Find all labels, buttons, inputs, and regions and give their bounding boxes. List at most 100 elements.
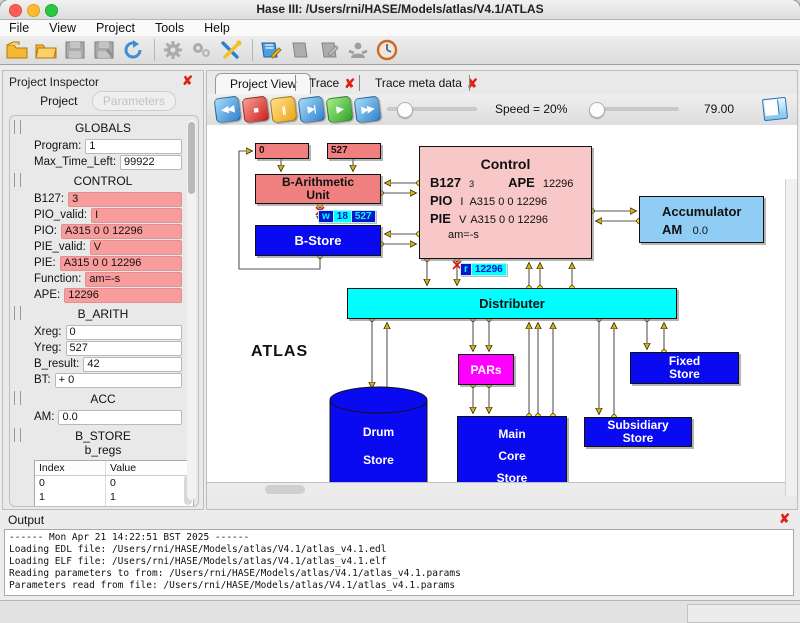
log-line: Reading parameters to from: /Users/rni/H… (9, 568, 789, 580)
doc-edit-icon[interactable] (316, 38, 342, 62)
b-arithmetic-unit-node[interactable]: B-ArithmeticUnit (255, 174, 381, 204)
accumulator-reg: AM (662, 222, 682, 237)
packet-token-w: w 18 527 (318, 210, 376, 223)
section-title-b-arith: B_ARITH (24, 304, 182, 323)
log-line: Loading EDL file: /Users/rni/HASE/Models… (9, 544, 789, 556)
speed-slider[interactable] (387, 107, 477, 111)
tab-parameters[interactable]: Parameters (92, 91, 176, 111)
pause-button[interactable]: || (270, 96, 298, 124)
save-as-icon[interactable] (91, 38, 117, 62)
control-b127-label: B127 (430, 175, 461, 190)
b-arith-label-2: Unit (306, 188, 329, 202)
am-field[interactable]: 0.0 (58, 410, 182, 425)
distributer-node[interactable]: Distributer (347, 288, 677, 319)
menu-file[interactable]: File (0, 21, 39, 35)
gear-icon[interactable] (160, 38, 186, 62)
tab-trace-meta[interactable]: Trace meta data ✘ (369, 73, 484, 94)
control-pio-value: A315 0 0 12296 (469, 196, 547, 208)
ape-field[interactable]: 12296 (64, 288, 182, 303)
tab-trace-close-icon[interactable]: ✘ (344, 77, 355, 90)
pio-field[interactable]: A315 0 0 12296 (61, 224, 182, 239)
fixed-store-node[interactable]: FixedStore (630, 352, 739, 384)
tab-trace-meta-label: Trace meta data (375, 73, 462, 94)
max-time-left-field[interactable]: 99922 (120, 155, 182, 170)
inspector-tabs: Project Parameters (3, 91, 203, 113)
open-model-icon[interactable] (33, 38, 59, 62)
field-label: PIO_valid: (34, 209, 87, 221)
rewind-button[interactable]: ◀◀ (214, 96, 242, 124)
output-log[interactable]: ------ Mon Apr 21 14:22:51 BST 2025 ----… (4, 529, 794, 596)
b127-field[interactable]: 3 (68, 192, 182, 207)
cell-index: 0 (35, 476, 106, 490)
packet-token-r: r 12296 (460, 263, 507, 276)
table-row[interactable]: 22 (35, 504, 193, 507)
inspector-close-icon[interactable]: ✘ (182, 74, 193, 87)
tab-trace[interactable]: Trace ✘ (303, 73, 361, 94)
field-label: PIE_valid: (34, 241, 86, 253)
output-close-icon[interactable]: ✘ (779, 512, 790, 525)
xreg-field[interactable]: 0 (66, 325, 183, 340)
menu-view[interactable]: View (39, 21, 86, 35)
field-label: PIE: (34, 257, 56, 269)
tab-project-view[interactable]: Project View (215, 73, 311, 95)
section-globals: GLOBALS Program:1 Max_Time_Left:99922 (14, 118, 182, 169)
play-button[interactable]: ▶ (326, 96, 354, 124)
canvas-horizontal-scrollbar[interactable] (207, 482, 797, 496)
clock-icon[interactable] (374, 38, 400, 62)
table-row[interactable]: 11 (35, 490, 193, 504)
inspector-scrollbar-thumb[interactable] (188, 122, 195, 194)
section-title-control: CONTROL (24, 171, 182, 190)
menu-tools[interactable]: Tools (145, 21, 194, 35)
doc-icon[interactable] (287, 38, 313, 62)
person-icon[interactable] (345, 38, 371, 62)
gears-icon[interactable] (189, 38, 215, 62)
menu-help[interactable]: Help (194, 21, 240, 35)
field-label: Max_Time_Left: (34, 156, 116, 168)
pio-valid-field[interactable]: I (91, 208, 182, 223)
control-b127-value: 3 (469, 179, 474, 189)
pie-field[interactable]: A315 0 0 12296 (60, 256, 182, 271)
menu-project[interactable]: Project (86, 21, 145, 35)
section-grip (14, 428, 21, 442)
yreg-box[interactable]: 527 (327, 143, 381, 159)
speed-slider-thumb[interactable] (397, 102, 413, 118)
b-result-field[interactable]: 42 (83, 357, 182, 372)
program-field[interactable]: 1 (85, 139, 182, 154)
save-icon[interactable] (62, 38, 88, 62)
reload-icon[interactable] (120, 38, 146, 62)
step-button[interactable]: ▶| (298, 96, 326, 124)
panel-window-icon[interactable] (762, 97, 788, 121)
canvas-h-thumb[interactable] (265, 485, 305, 494)
edit-book-icon[interactable] (258, 38, 284, 62)
pie-valid-field[interactable]: V (90, 240, 182, 255)
control-node[interactable]: Control B127 3 APE 12296 PIO I A315 0 0 … (419, 146, 592, 259)
bt-field[interactable]: + 0 (55, 373, 182, 388)
time-slider-thumb[interactable] (589, 102, 605, 118)
accumulator-node[interactable]: Accumulator AM 0.0 (639, 196, 764, 243)
yreg-field[interactable]: 527 (66, 341, 183, 356)
subsidiary-store-label-2: Store (623, 431, 654, 445)
tools-icon[interactable] (218, 38, 244, 62)
inspector-scrollbar[interactable] (187, 120, 196, 500)
open-folder-icon[interactable] (4, 38, 30, 62)
xreg-box-label: 0 (259, 145, 265, 156)
token-r-value: 12296 (472, 264, 506, 275)
stop-button[interactable]: ■ (242, 96, 270, 124)
function-field[interactable]: am=-s (85, 272, 182, 287)
time-slider[interactable] (589, 107, 679, 111)
canvas-vertical-scrollbar[interactable] (785, 179, 797, 496)
control-pie-value: A315 0 0 12296 (470, 214, 548, 226)
fast-forward-button[interactable]: ▶▶ (354, 96, 382, 124)
section-grip (14, 120, 21, 134)
subsidiary-store-node[interactable]: SubsidiaryStore (584, 417, 692, 447)
diagram-canvas: 0 527 B-ArithmeticUnit B-Store Control B… (207, 125, 797, 496)
b-store-node[interactable]: B-Store (255, 225, 381, 256)
pars-node[interactable]: PARs (458, 354, 514, 385)
field-label: Function: (34, 273, 81, 285)
table-row[interactable]: 00 (35, 476, 193, 490)
xreg-box[interactable]: 0 (255, 143, 309, 159)
control-function-value: am=-s (448, 229, 591, 241)
project-inspector-title: Project Inspector (9, 75, 99, 89)
tab-project[interactable]: Project (30, 92, 87, 110)
accumulator-value: 0.0 (693, 225, 708, 237)
